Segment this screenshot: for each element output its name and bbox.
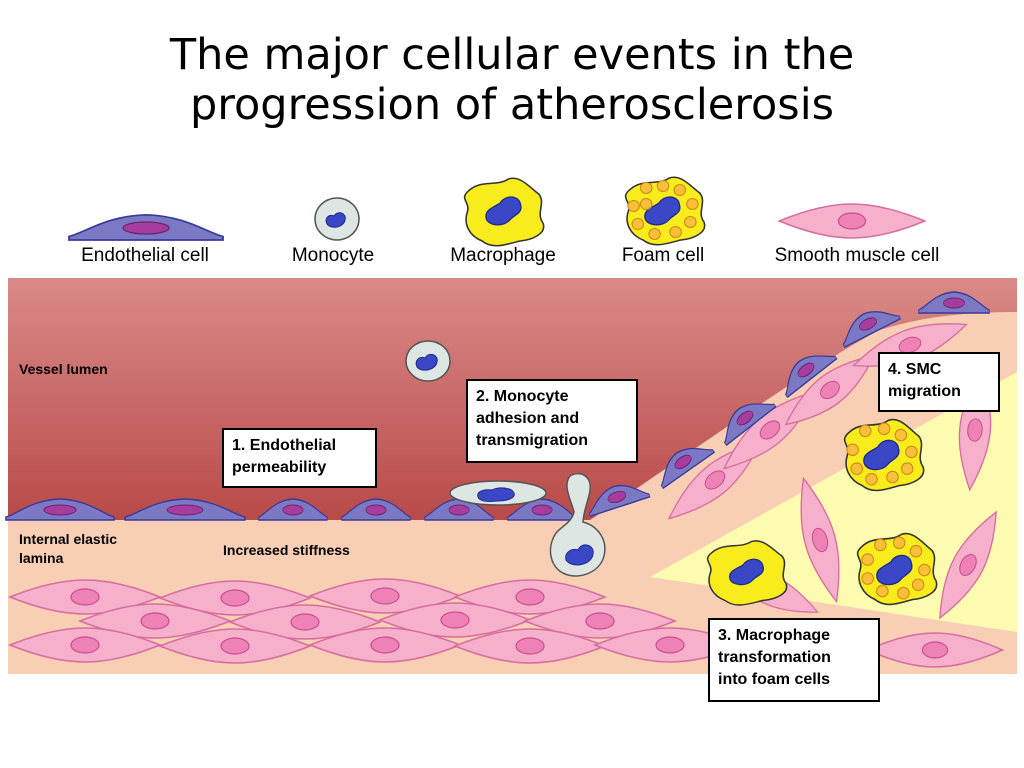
step-3-line-1: 3. Macrophage bbox=[718, 627, 831, 644]
step-3-line-3: into foam cells bbox=[718, 671, 831, 688]
label-iel-line-2: lamina bbox=[19, 550, 64, 566]
title-line-1: The major cellular events in the bbox=[169, 30, 855, 80]
step-1-line-2: permeability bbox=[232, 459, 327, 476]
step-3-box: 3. Macrophage transformation into foam c… bbox=[708, 618, 880, 702]
step-4-line-1: 4. SMC bbox=[888, 361, 942, 378]
legend-label-monocyte: Monocyte bbox=[291, 245, 375, 266]
plaque-foam-cell-2 bbox=[856, 532, 938, 606]
label-increased-stiffness: Increased stiffness bbox=[223, 542, 350, 558]
step-4-line-2: migration bbox=[888, 383, 961, 400]
title-line-2: progression of atherosclerosis bbox=[189, 80, 835, 130]
step-2-box: 2. Monocyte adhesion and transmigration bbox=[466, 379, 638, 463]
page-title: The major cellular events in the progres… bbox=[0, 30, 1024, 130]
step-4-box: 4. SMC migration bbox=[878, 352, 1000, 412]
legend-label-endothelial: Endothelial cell bbox=[81, 245, 209, 266]
legend-label-macrophage: Macrophage bbox=[450, 245, 556, 266]
adhering-monocyte bbox=[449, 480, 547, 506]
step-1-line-1: 1. Endothelial bbox=[232, 437, 337, 454]
step-1-box: 1. Endothelial permeability bbox=[222, 428, 377, 488]
step-2-line-2: adhesion and bbox=[476, 410, 580, 427]
plaque-foam-cell-1 bbox=[843, 418, 925, 492]
legend-monocyte-icon bbox=[314, 197, 360, 241]
legend-endothelial-icon bbox=[68, 213, 224, 241]
label-iel-line-1: Internal elastic bbox=[19, 531, 118, 547]
label-vessel-lumen: Vessel lumen bbox=[19, 361, 108, 377]
step-3-line-2: transformation bbox=[718, 649, 831, 666]
legend-label-foam-cell: Foam cell bbox=[621, 245, 705, 266]
legend-smc-icon bbox=[778, 203, 926, 239]
legend-macrophage-icon bbox=[463, 177, 545, 247]
plaque-macrophage bbox=[706, 540, 788, 606]
label-internal-elastic-lamina: Internal elastic lamina bbox=[19, 530, 117, 568]
legend-label-smc: Smooth muscle cell bbox=[774, 245, 940, 266]
step-2-line-1: 2. Monocyte bbox=[476, 388, 569, 405]
transmigrating-monocyte bbox=[549, 472, 606, 577]
step-2-line-3: transmigration bbox=[476, 432, 589, 449]
circulating-monocyte bbox=[405, 340, 451, 382]
legend-foam-cell-icon bbox=[624, 176, 706, 246]
